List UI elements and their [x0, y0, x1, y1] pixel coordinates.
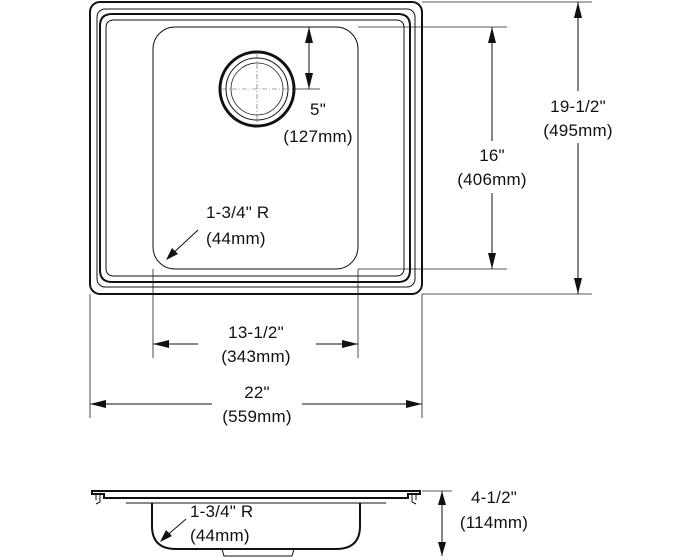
- bowl-length-arrow-top: [488, 27, 496, 43]
- side-radius-arrow: [160, 530, 172, 542]
- overall-width-metric: (559mm): [222, 407, 291, 426]
- depth-imperial: 4-1/2": [471, 488, 517, 507]
- sink-deck-inner-line: [105, 19, 405, 277]
- overall-length-label-bg: [530, 91, 626, 143]
- bowl-length-metric: (406mm): [457, 170, 526, 189]
- sink-bowl: [152, 26, 359, 270]
- side-bowl-profile: [151, 503, 361, 550]
- sink-deck-outline: [99, 13, 411, 283]
- overall-length-imperial: 19-1/2": [550, 97, 606, 116]
- overall-length-arrow-top: [574, 2, 582, 18]
- overall-width-arrow-left: [90, 400, 106, 408]
- sink-rim-inner-line: [96, 8, 416, 288]
- sink-outer-rim: [89, 1, 423, 295]
- drain-offset-metric: (127mm): [283, 127, 352, 146]
- overall-length-arrow-bottom: [574, 278, 582, 294]
- bowl-length-arrow-bottom: [488, 253, 496, 269]
- drain-offset-imperial: 5": [310, 100, 326, 119]
- depth-arrow-bottom: [438, 542, 446, 556]
- bowl-width-arrow-left: [153, 340, 169, 348]
- corner-radius-imperial: 1-3/4" R: [206, 203, 269, 222]
- top-view: 5" (127mm) 16" (406mm) 19-1/2" (495mm) 1…: [89, 1, 626, 426]
- side-drain-stub: [221, 548, 295, 557]
- depth-arrow-top: [438, 491, 446, 505]
- overall-length-metric: (495mm): [543, 121, 612, 140]
- corner-radius-arrow: [166, 248, 178, 260]
- bowl-length-imperial: 16": [479, 146, 505, 165]
- bowl-width-arrow-right: [342, 340, 358, 348]
- depth-metric: (114mm): [460, 513, 528, 532]
- overall-width-arrow-right: [406, 400, 422, 408]
- left-mounting-clip: [95, 494, 101, 505]
- bowl-width-metric: (343mm): [221, 347, 290, 366]
- side-corner-radius-imperial: 1-3/4" R: [190, 502, 253, 521]
- side-corner-radius-metric: (44mm): [190, 526, 250, 545]
- overall-width-imperial: 22": [244, 383, 270, 402]
- corner-radius-metric: (44mm): [206, 229, 266, 248]
- side-view: 1-3/4" R (44mm) 4-1/2" (114mm): [91, 488, 528, 557]
- bowl-length-label-bg: [452, 141, 536, 193]
- drain-dim-arrow-bottom: [305, 73, 313, 89]
- side-rim-flange: [91, 490, 421, 499]
- drain-dim-arrow-top: [305, 27, 313, 43]
- bowl-width-imperial: 13-1/2": [228, 323, 284, 342]
- right-mounting-clip: [411, 494, 417, 505]
